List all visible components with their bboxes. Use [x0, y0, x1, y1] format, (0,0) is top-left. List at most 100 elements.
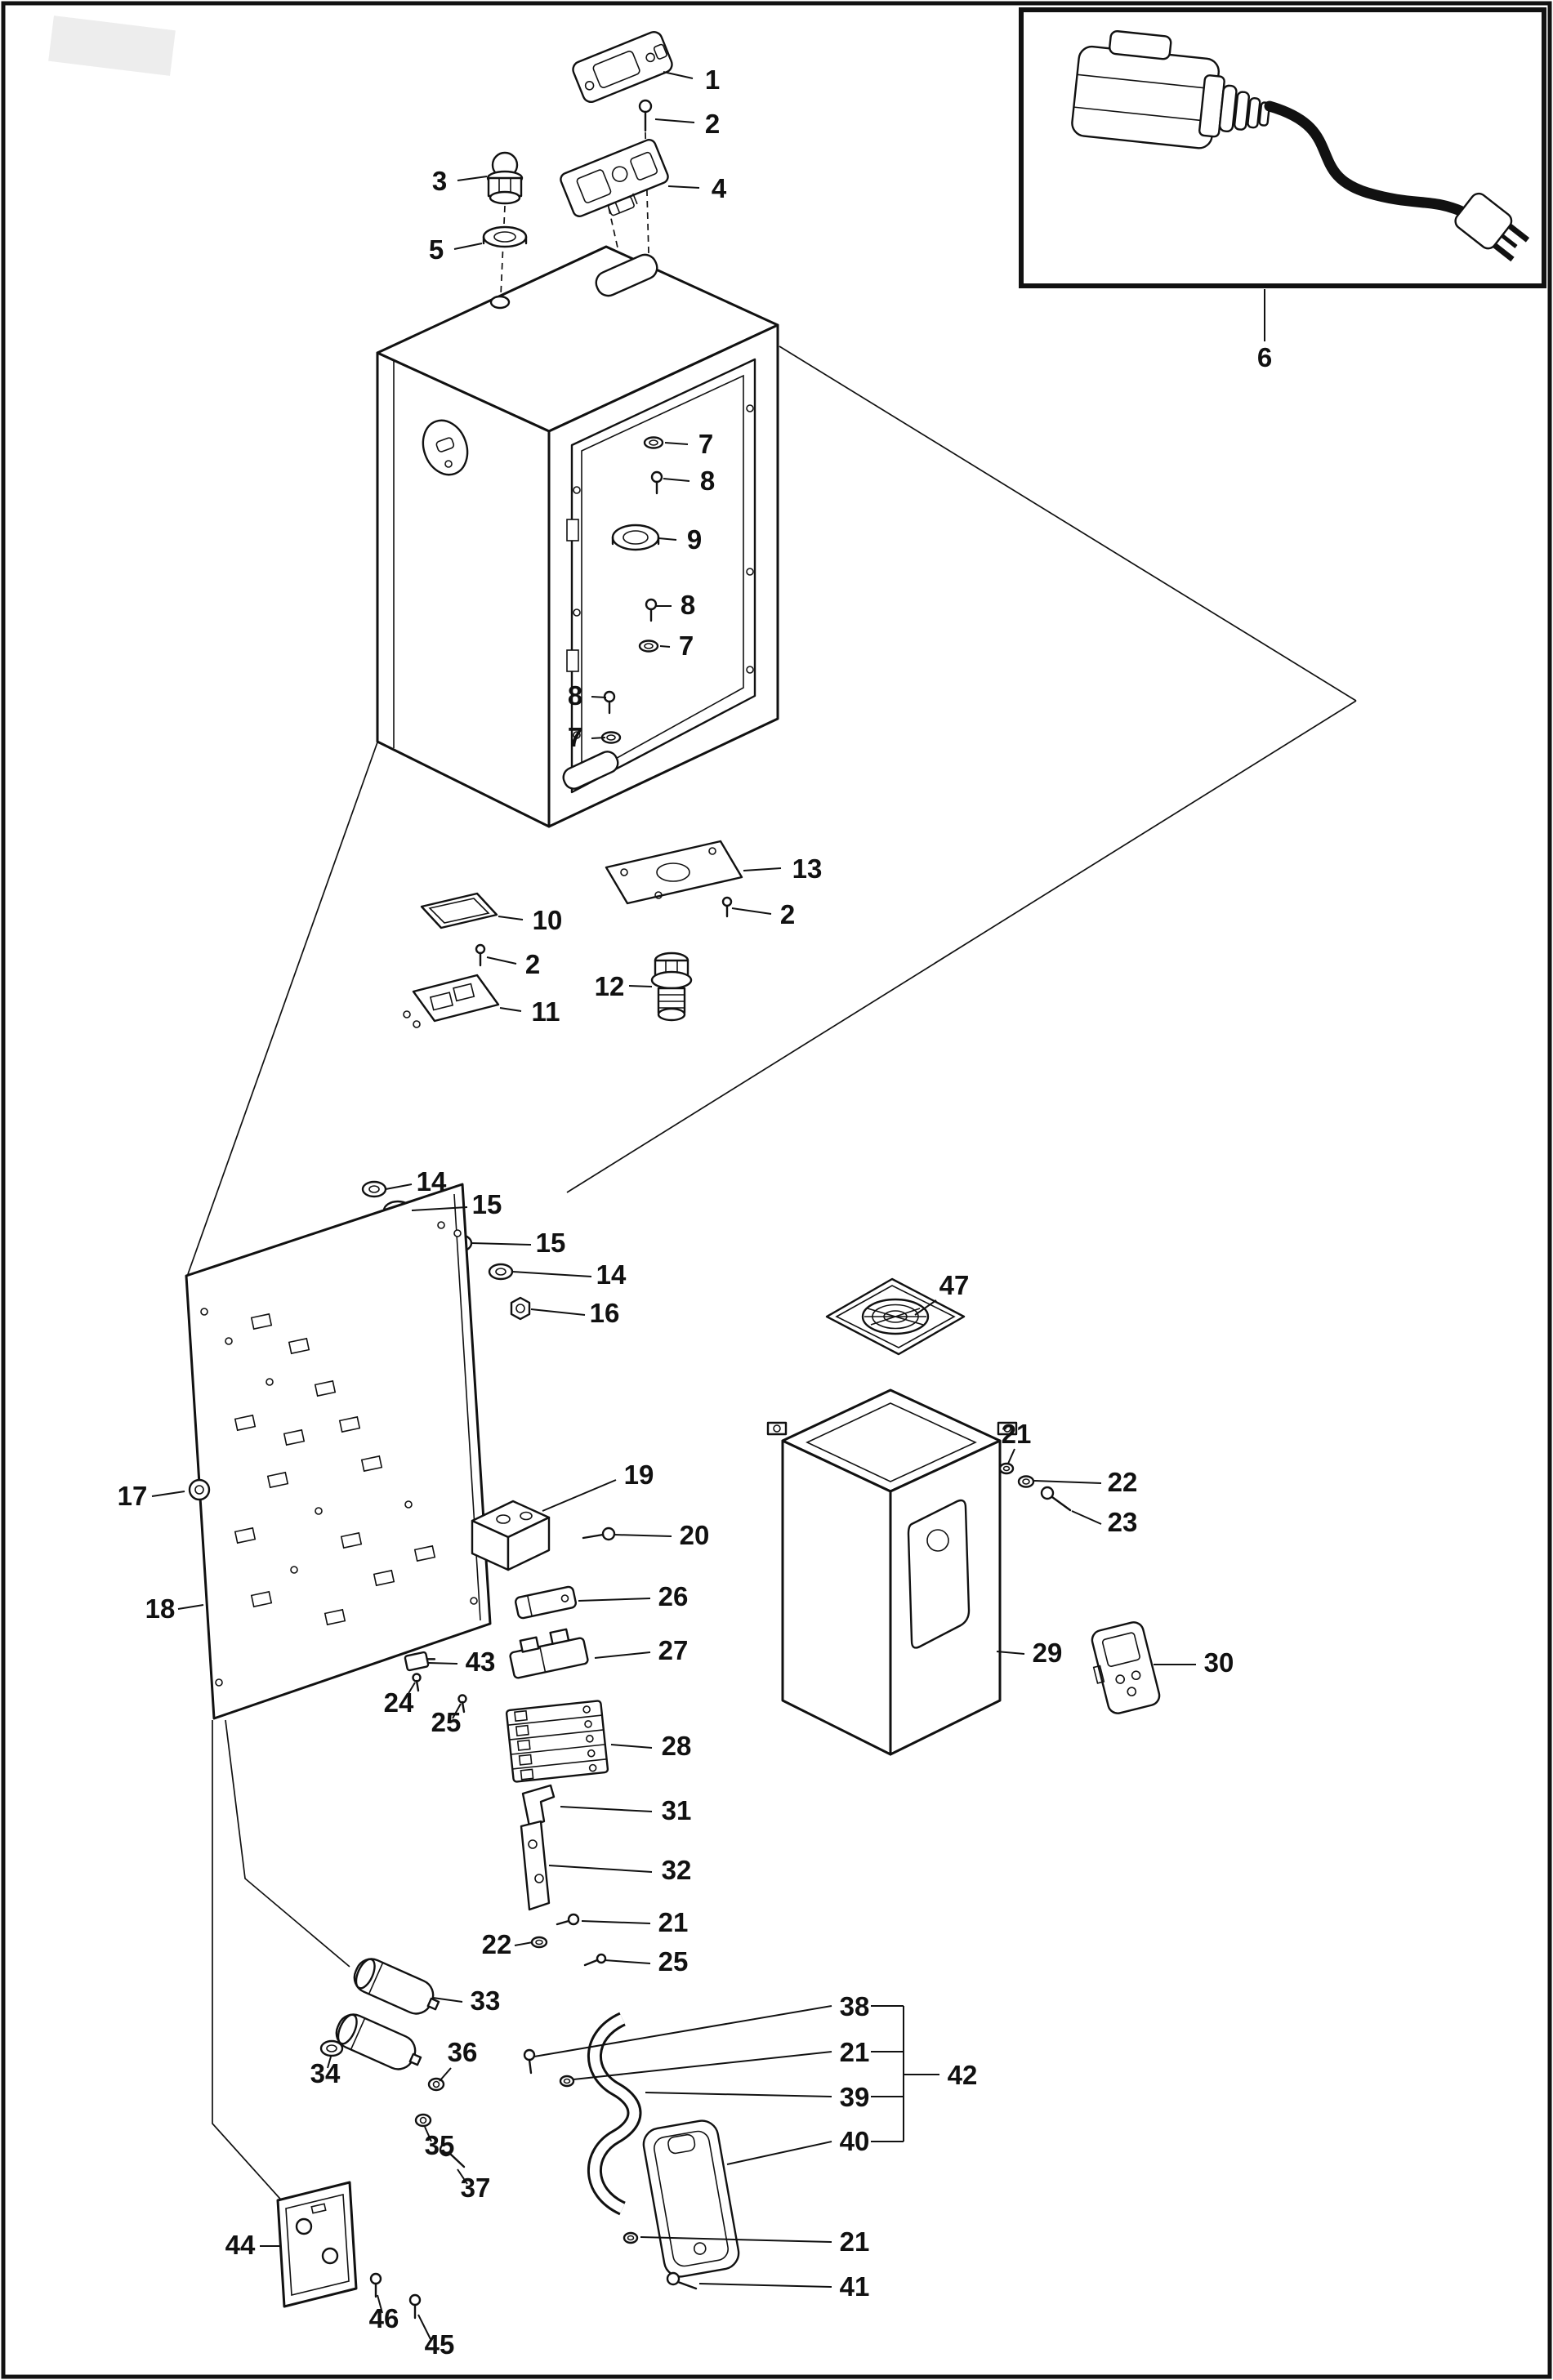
part-31-bracket — [521, 1784, 556, 1828]
callout-27: 27 — [658, 1635, 689, 1665]
part-34-washer — [319, 2039, 344, 2057]
part-5-grommet — [482, 225, 528, 248]
part-18-mounting-panel — [185, 1183, 492, 1720]
part-35-washer — [414, 2113, 432, 2128]
callout-34: 34 — [310, 2058, 341, 2088]
part-23-screw — [1040, 1486, 1072, 1512]
leader-lines — [151, 71, 1265, 2342]
part-37-screw — [439, 2142, 466, 2168]
callout-40: 40 — [840, 2126, 870, 2156]
part-27-terminal-block — [509, 1628, 589, 1679]
part-19-relay-box — [471, 1500, 551, 1571]
part-32-strip — [520, 1820, 551, 1911]
part-1-switch — [572, 30, 673, 104]
part-36-washer — [427, 2077, 445, 2092]
callout-22: 22 — [1108, 1467, 1138, 1497]
callout-7: 7 — [679, 631, 694, 661]
part-41-screw — [666, 2271, 698, 2290]
part-44-bracket-plate — [276, 2181, 358, 2308]
callout-25: 25 — [431, 1707, 462, 1737]
part-21-screw-b — [556, 1913, 580, 1926]
part-45-screw — [408, 2293, 422, 2320]
callout-labels: 1 2 3 4 5 6 7 8 9 8 7 8 7 13 2 10 2 12 1… — [118, 65, 1273, 2360]
part-33-capacitors — [335, 1958, 440, 2070]
callout-43: 43 — [466, 1647, 496, 1677]
callout-11: 11 — [532, 996, 560, 1027]
part-28-terminal-strip — [505, 1700, 609, 1783]
callout-42: 42 — [948, 2060, 978, 2090]
callout-23: 23 — [1108, 1507, 1138, 1537]
callout-25: 25 — [658, 1946, 689, 1977]
callout-1: 1 — [705, 65, 720, 95]
part-9-grommet — [611, 524, 660, 551]
callout-20: 20 — [680, 1520, 710, 1550]
part-30-keypad — [1091, 1621, 1161, 1714]
inset-power-cord — [1019, 7, 1546, 288]
part-20-screw — [582, 1526, 616, 1541]
callout-44: 44 — [225, 2230, 256, 2260]
callout-31: 31 — [662, 1795, 692, 1825]
scan-smudge — [48, 16, 176, 76]
callout-39: 39 — [840, 2082, 870, 2112]
callout-10: 10 — [533, 905, 563, 935]
callout-47: 47 — [939, 1270, 970, 1300]
callout-14: 14 — [417, 1166, 447, 1197]
callout-24: 24 — [384, 1687, 414, 1718]
callout-21: 21 — [840, 2226, 870, 2257]
part-39-spring-bracket — [587, 2012, 642, 2216]
bottom-slot-hole — [562, 751, 619, 790]
callout-16: 16 — [590, 1298, 620, 1328]
callout-18: 18 — [145, 1593, 176, 1624]
callout-3: 3 — [432, 166, 447, 196]
part-17-knob — [188, 1478, 211, 1501]
callout-29: 29 — [1033, 1638, 1063, 1668]
interior-fasteners — [600, 436, 664, 744]
callout-2: 2 — [525, 949, 540, 979]
part-26-block — [515, 1585, 577, 1620]
cord-cable — [1264, 100, 1470, 218]
part-22-washer-a — [1017, 1475, 1035, 1488]
projection-lines — [187, 345, 1357, 2206]
part-4-switch-block — [560, 139, 669, 217]
callout-2: 2 — [705, 109, 720, 139]
callout-14: 14 — [596, 1259, 627, 1290]
part-10-cover — [420, 892, 498, 929]
callout-15: 15 — [536, 1228, 566, 1258]
part-25-screw-a — [457, 1694, 467, 1714]
callout-21: 21 — [840, 2037, 870, 2067]
callout-5: 5 — [429, 234, 444, 265]
callout-37: 37 — [461, 2173, 491, 2203]
part-29-inverter-box — [766, 1388, 1018, 1756]
part-2-screw-cover — [475, 943, 486, 967]
callout-19: 19 — [624, 1460, 654, 1490]
part-2-screw-plate — [721, 896, 733, 918]
callout-8: 8 — [700, 466, 715, 496]
part-43-clip — [404, 1651, 436, 1672]
frame-screw-bosses — [566, 404, 754, 739]
callout-13: 13 — [792, 854, 823, 884]
part-21-washer-c — [559, 2075, 575, 2088]
door-handle — [422, 419, 469, 476]
callout-6: 6 — [1257, 342, 1272, 372]
callout-33: 33 — [471, 1986, 501, 2016]
part-40-cover-plate — [642, 2119, 740, 2278]
callout-32: 32 — [662, 1855, 692, 1885]
part-47-vent-plate — [825, 1277, 966, 1356]
callout-9: 9 — [687, 524, 702, 555]
callout-45: 45 — [425, 2329, 455, 2360]
part-46-screw — [369, 2272, 382, 2298]
top-round-hole — [489, 295, 511, 310]
cord-switch-body — [1071, 30, 1271, 149]
callout-36: 36 — [448, 2037, 478, 2067]
callout-38: 38 — [840, 1991, 870, 2021]
part-21-washer-d — [623, 2231, 639, 2244]
callout-28: 28 — [662, 1731, 692, 1761]
callout-7: 7 — [568, 722, 582, 752]
callout-17: 17 — [118, 1481, 148, 1511]
callout-22: 22 — [482, 1929, 512, 1959]
part-2-screw-top — [638, 99, 653, 132]
part-22-washer-b — [530, 1936, 548, 1949]
callout-35: 35 — [425, 2130, 455, 2160]
